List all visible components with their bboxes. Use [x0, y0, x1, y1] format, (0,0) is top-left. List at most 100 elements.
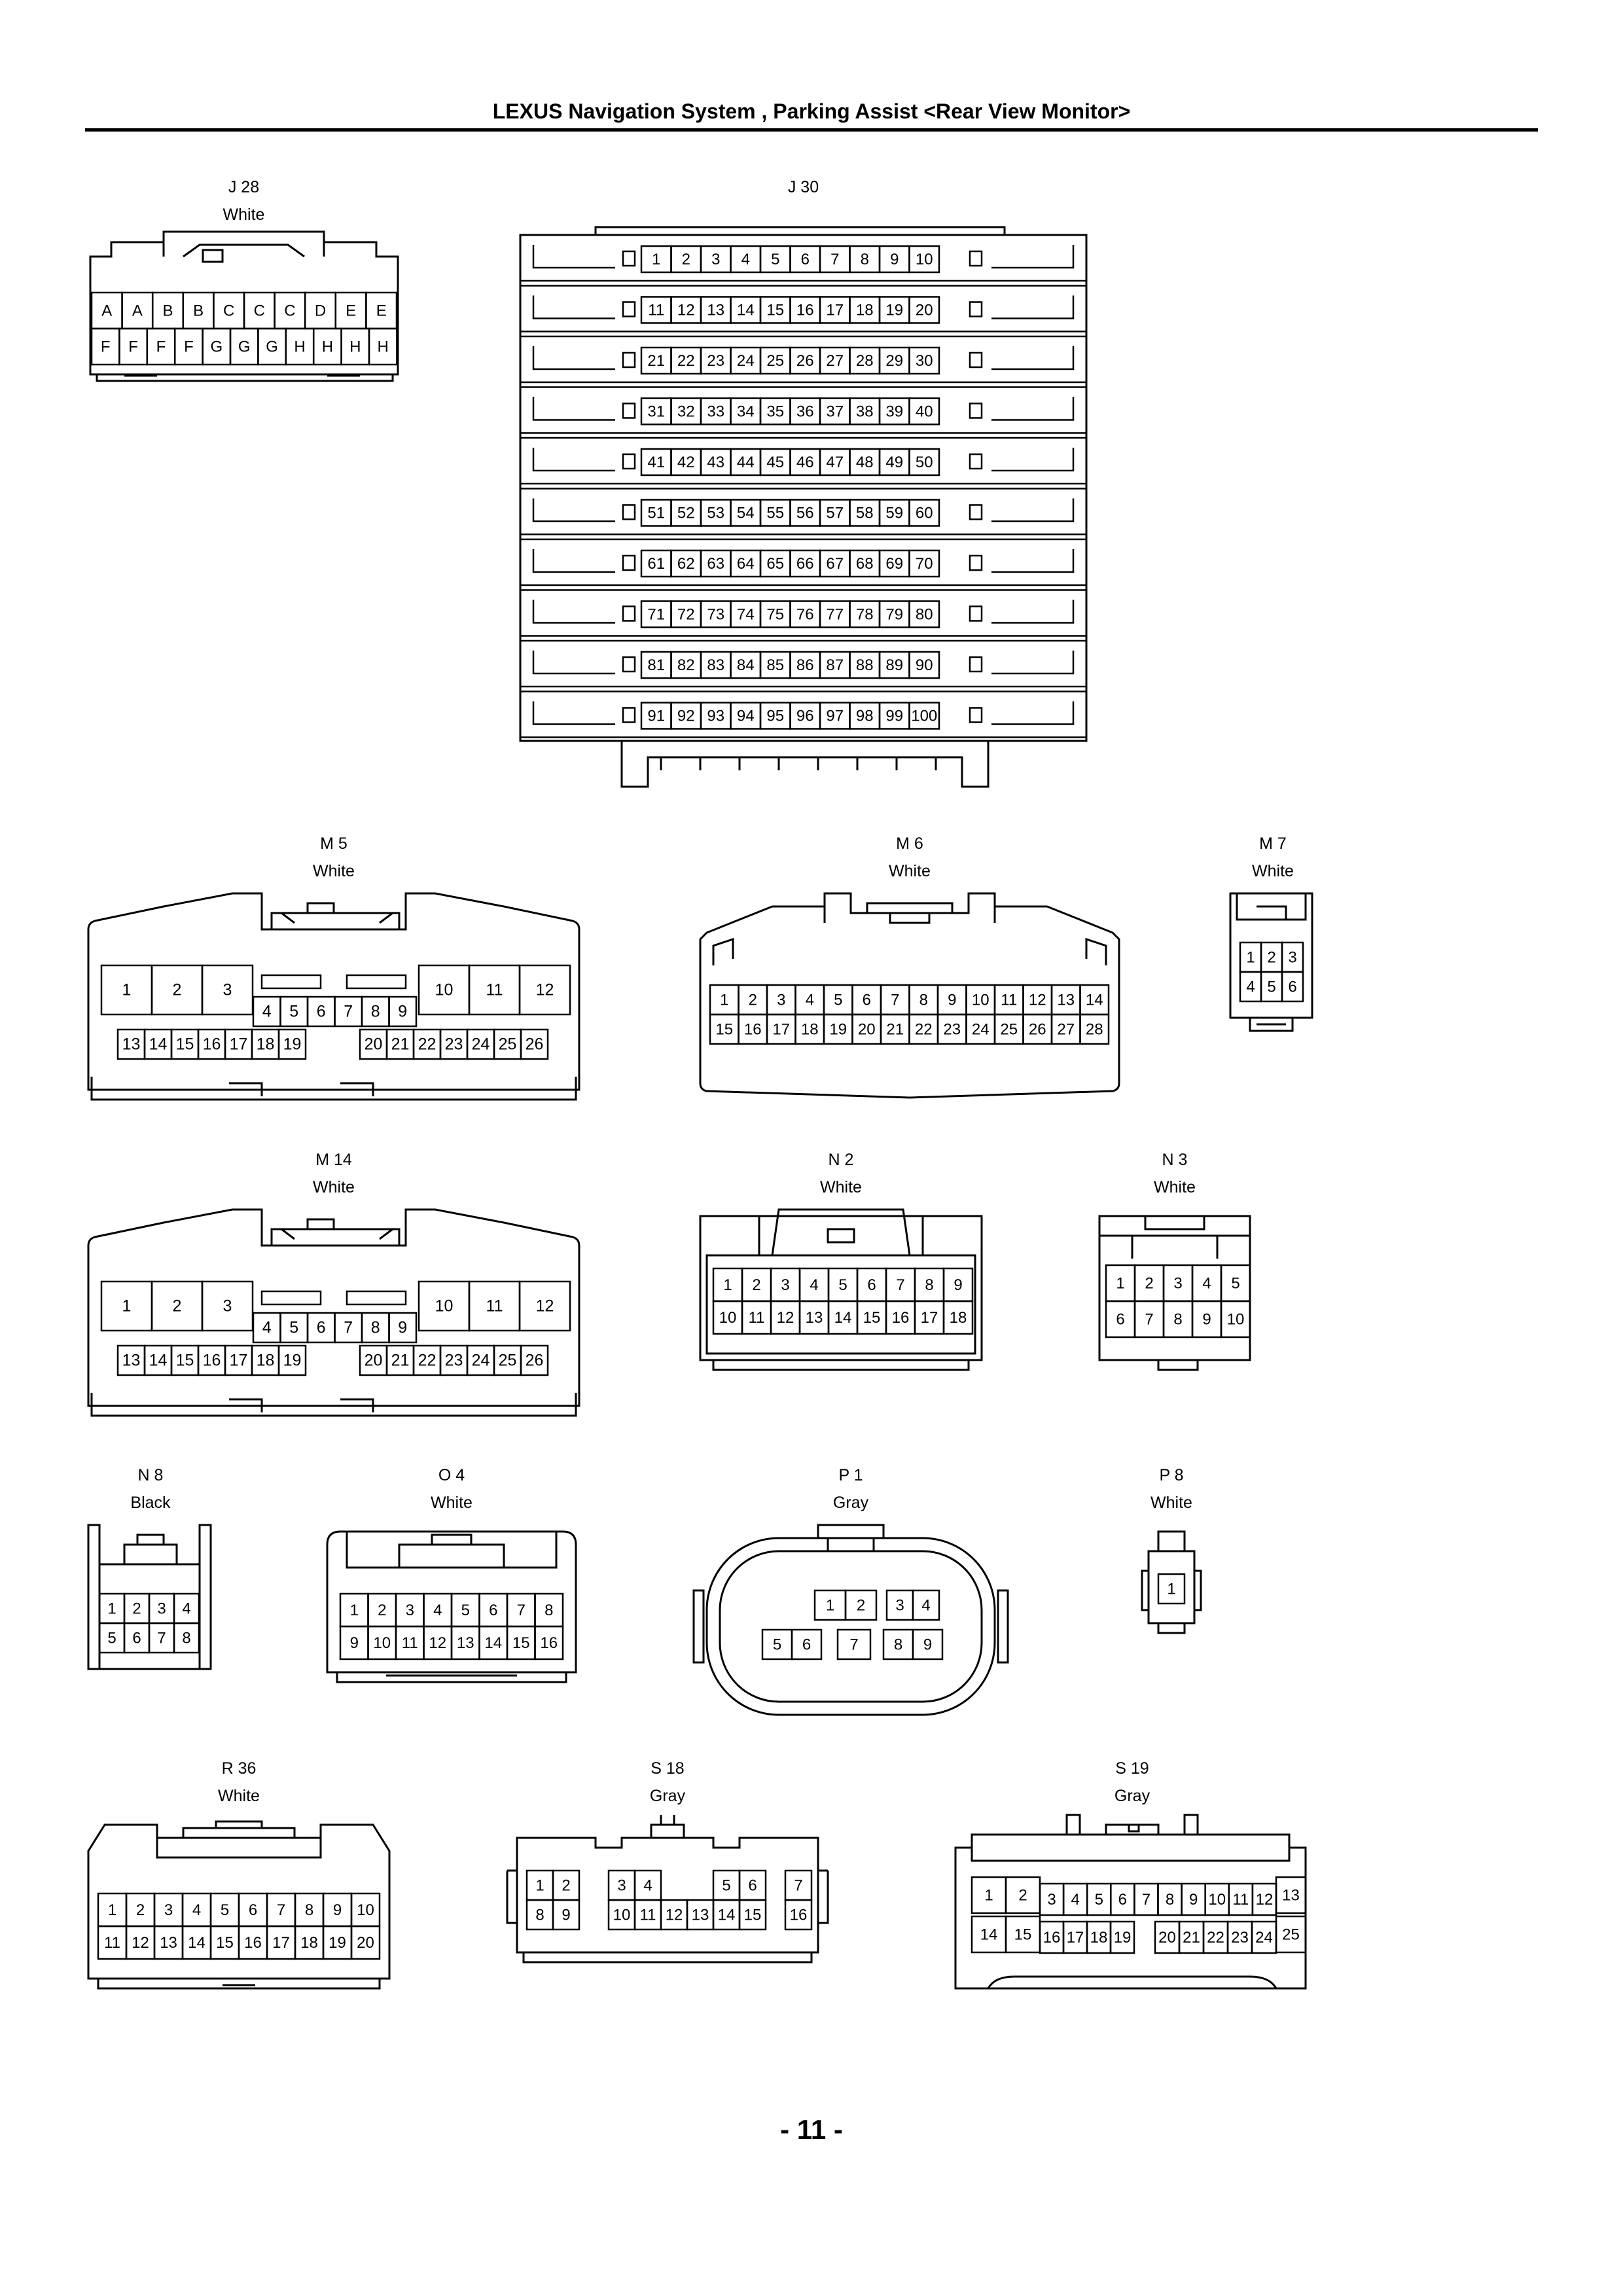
- housing-slot: [969, 554, 983, 571]
- terminal-label: 11: [486, 981, 503, 999]
- terminal-cell: [738, 1869, 767, 1901]
- terminal-cell: [201, 1280, 254, 1332]
- terminal-cell: [552, 1899, 580, 1931]
- terminal-label: 27: [1057, 1021, 1075, 1039]
- connector-color: Gray: [649, 1787, 686, 1805]
- terminal-label: 67: [826, 555, 844, 573]
- terminal-label: E: [376, 302, 387, 320]
- connector-color: White: [889, 862, 931, 880]
- terminal-label: 63: [707, 555, 724, 573]
- housing-slot: [622, 351, 636, 368]
- terminal-label: 13: [692, 1907, 709, 1924]
- connector-id: M 14: [315, 1151, 352, 1169]
- housing-slot: [260, 974, 322, 990]
- terminal-label: 16: [796, 302, 814, 319]
- housing-slot: [519, 538, 1088, 586]
- terminal-label: 14: [149, 1035, 168, 1054]
- terminal-label: 11: [1001, 992, 1017, 1009]
- terminal-label: 92: [677, 708, 695, 725]
- terminal-label: 1: [826, 1597, 834, 1615]
- housing-slot: [519, 639, 1088, 688]
- terminal-label: 39: [885, 403, 903, 421]
- terminal-label: 24: [472, 1035, 490, 1054]
- terminal-label: 15: [863, 1309, 881, 1327]
- terminal-label: 62: [677, 555, 695, 573]
- terminal-label: 8: [544, 1602, 553, 1619]
- terminal-label: C: [284, 302, 295, 320]
- terminal-label: 1: [108, 1901, 116, 1919]
- terminal-label: 2: [562, 1877, 570, 1895]
- terminal-label: 78: [856, 606, 874, 624]
- terminal-label: 7: [344, 1319, 353, 1337]
- terminal-label: 18: [300, 1934, 318, 1952]
- terminal-label: 3: [895, 1597, 904, 1615]
- terminal-label: 26: [1029, 1021, 1046, 1039]
- terminal-cell: [912, 1589, 940, 1621]
- terminal-label: 16: [540, 1634, 558, 1652]
- terminal-label: 12: [132, 1934, 149, 1952]
- connector-id: M 5: [320, 834, 348, 853]
- terminal-label: 12: [1029, 992, 1046, 1009]
- terminal-label: 13: [457, 1634, 474, 1652]
- terminal-label: 79: [885, 606, 903, 624]
- terminal-label: 42: [677, 454, 695, 471]
- page-number: - 11 -: [780, 2114, 843, 2145]
- terminal-label: 18: [1090, 1929, 1108, 1946]
- terminal-label: 10: [357, 1901, 374, 1919]
- terminal-cell: [908, 448, 940, 476]
- housing-slot: [519, 386, 1088, 434]
- terminal-label: 3: [1173, 1275, 1182, 1293]
- terminal-label: 16: [892, 1309, 910, 1327]
- terminal-label: 3: [406, 1602, 414, 1619]
- terminal-label: 10: [613, 1907, 631, 1924]
- connector-color: White: [820, 1178, 862, 1196]
- terminal-label: 5: [838, 1276, 847, 1294]
- terminal-label: 15: [512, 1634, 530, 1652]
- terminal-label: 86: [796, 656, 814, 674]
- terminal-label: 17: [826, 302, 844, 319]
- terminal-label: 22: [1207, 1929, 1224, 1946]
- terminal-label: 6: [867, 1276, 876, 1294]
- terminal-label: 4: [182, 1600, 190, 1618]
- terminal-label: 38: [856, 403, 874, 421]
- terminal-label: 55: [766, 505, 784, 522]
- terminal-label: 9: [398, 1319, 407, 1337]
- terminal-label: 3: [1288, 949, 1296, 967]
- terminal-label: 16: [1043, 1929, 1061, 1946]
- terminal-label: 24: [972, 1021, 990, 1039]
- connector-p8-drawing: 1: [1141, 1530, 1202, 1634]
- terminal-label: 22: [418, 1352, 437, 1370]
- terminal-label: 2: [682, 251, 690, 268]
- terminal-label: 32: [677, 403, 695, 421]
- terminal-label: 11: [749, 1309, 765, 1327]
- terminal-label: 20: [1158, 1929, 1176, 1946]
- terminal-label: 1: [984, 1887, 993, 1905]
- connector-color: White: [313, 1178, 355, 1196]
- terminal-cell: [908, 702, 940, 730]
- terminal-label: 8: [371, 1003, 380, 1021]
- terminal-cell: [908, 346, 940, 375]
- housing-slot: [622, 656, 636, 673]
- connector-id: N 3: [1162, 1151, 1188, 1169]
- terminal-label: 9: [890, 251, 899, 268]
- terminal-cell: [1109, 1920, 1135, 1954]
- terminal-label: B: [162, 302, 173, 320]
- terminal-label: 8: [919, 992, 928, 1009]
- terminal-label: 1: [350, 1602, 359, 1619]
- terminal-label: 10: [435, 1297, 454, 1316]
- terminal-cell: [908, 397, 940, 425]
- terminal-cell: [908, 245, 940, 274]
- connector-color: Gray: [1114, 1787, 1150, 1805]
- terminal-label: 6: [802, 1636, 811, 1654]
- terminal-label: 6: [748, 1877, 757, 1895]
- housing-slot: [622, 504, 636, 520]
- terminal-label: 88: [856, 656, 874, 674]
- terminal-label: 4: [1071, 1891, 1079, 1909]
- terminal-label: 10: [916, 251, 933, 268]
- terminal-label: F: [128, 338, 138, 356]
